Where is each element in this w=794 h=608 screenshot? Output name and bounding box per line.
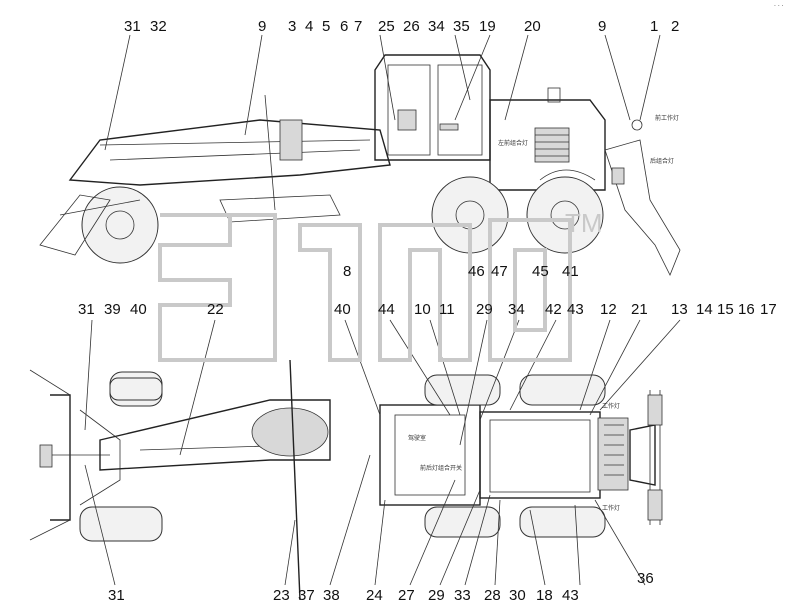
callout-numbers-middle-b: 31 39 40 22 40 44 10 11 29 34 42 43 12 2…: [78, 301, 777, 318]
label-6: 6: [340, 18, 348, 35]
label-27: 27: [398, 587, 415, 604]
label-11: 11: [439, 301, 455, 318]
label-10: 10: [414, 301, 431, 318]
label-8: 8: [343, 263, 351, 280]
label-33: 33: [454, 587, 471, 604]
corner-mark: · · ·: [774, 3, 784, 10]
top-view-grader: 驾驶室 前后灯组合开关 工作灯 工作灯: [29, 319, 681, 601]
label-42: 42: [545, 301, 562, 318]
label-9-right: 9: [598, 18, 606, 35]
label-32: 32: [150, 18, 167, 35]
callout-numbers-top: 31 32 9 3 4 5 6 7 25 26 34 35 19 20 9 1 …: [124, 18, 679, 35]
label-36: 36: [637, 570, 654, 587]
label-19: 19: [479, 18, 496, 35]
label-31-mid: 31: [78, 301, 95, 318]
label-3: 3: [288, 18, 296, 35]
svg-text:后组合灯: 后组合灯: [650, 157, 674, 165]
label-7: 7: [354, 18, 362, 35]
watermark-tm: TM: [565, 208, 603, 238]
label-24: 24: [366, 587, 383, 604]
label-40-mid: 40: [334, 301, 351, 318]
label-43-mid: 43: [567, 301, 584, 318]
label-12: 12: [600, 301, 617, 318]
label-29-mid: 29: [476, 301, 493, 318]
label-38: 38: [323, 587, 340, 604]
label-21: 21: [631, 301, 648, 318]
label-45: 45: [532, 263, 549, 280]
callout-numbers-bottom: 31 23 37 38 24 27 29 33 28 30 18 43 36: [108, 570, 654, 604]
label-29-bottom: 29: [428, 587, 445, 604]
callout-numbers-middle-a: 8 46 47 45 41: [343, 263, 579, 280]
label-17: 17: [760, 301, 777, 318]
svg-text:驾驶室: 驾驶室: [408, 434, 426, 442]
label-44: 44: [378, 301, 395, 318]
label-16: 16: [738, 301, 755, 318]
label-31-bottom: 31: [108, 587, 125, 604]
label-41: 41: [562, 263, 579, 280]
label-1: 1: [650, 18, 658, 35]
svg-text:前后灯组合开关: 前后灯组合开关: [420, 464, 462, 472]
watermark-logo: TM: [158, 208, 603, 362]
label-4: 4: [305, 18, 313, 35]
label-30: 30: [509, 587, 526, 604]
svg-text:工作灯: 工作灯: [602, 504, 620, 512]
label-26: 26: [403, 18, 420, 35]
label-28: 28: [484, 587, 501, 604]
svg-text:前工作灯: 前工作灯: [655, 114, 679, 122]
label-15: 15: [717, 301, 734, 318]
label-25: 25: [378, 18, 395, 35]
label-22: 22: [207, 301, 224, 318]
label-43-bottom: 43: [562, 587, 579, 604]
label-47: 47: [491, 263, 508, 280]
label-40-left: 40: [130, 301, 147, 318]
label-23: 23: [273, 587, 290, 604]
label-5: 5: [322, 18, 330, 35]
label-31-top: 31: [124, 18, 141, 35]
label-14: 14: [696, 301, 713, 318]
label-2: 2: [671, 18, 679, 35]
svg-text:左前组合灯: 左前组合灯: [498, 139, 528, 147]
label-9-left: 9: [258, 18, 266, 35]
label-39: 39: [104, 301, 121, 318]
label-34-top: 34: [428, 18, 445, 35]
label-37: 37: [298, 587, 315, 604]
label-34-mid: 34: [508, 301, 525, 318]
label-35: 35: [453, 18, 470, 35]
svg-text:工作灯: 工作灯: [602, 402, 620, 410]
label-13: 13: [671, 301, 688, 318]
label-18: 18: [536, 587, 553, 604]
label-46: 46: [468, 263, 485, 280]
label-20: 20: [524, 18, 541, 35]
